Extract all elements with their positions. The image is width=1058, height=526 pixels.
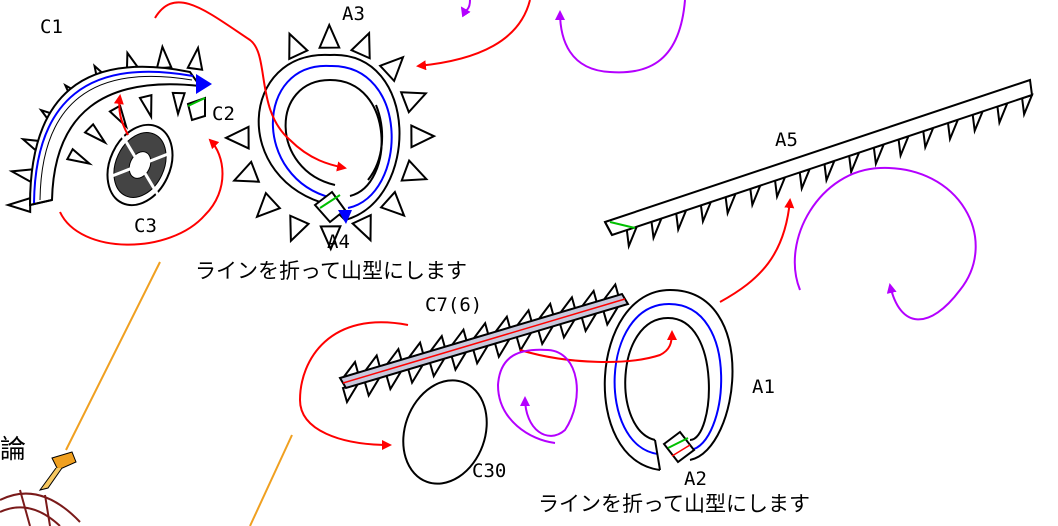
spike — [399, 91, 428, 115]
spike — [379, 190, 406, 218]
label-a3: A3 — [342, 3, 365, 25]
spike — [400, 158, 429, 182]
curl-arrows — [460, 0, 977, 444]
spike — [410, 123, 437, 149]
label-c7: C7(6) — [425, 294, 482, 316]
assembly-arrows — [59, 0, 795, 450]
spike — [349, 30, 371, 60]
inner-tooth — [65, 147, 94, 166]
spike — [4, 196, 32, 214]
part-c3 — [106, 123, 174, 207]
globe-fragment — [0, 489, 81, 526]
inner-tooth — [171, 91, 186, 118]
part-a1 — [603, 288, 734, 471]
label-c1: C1 — [40, 16, 63, 38]
part-c1 — [4, 43, 212, 214]
label-c2: C2 — [212, 103, 235, 125]
label-a2: A2 — [684, 468, 707, 490]
spike — [318, 22, 341, 49]
guide-lines — [65, 261, 293, 526]
part-a2 — [662, 430, 696, 464]
spike — [186, 44, 204, 71]
spike — [155, 43, 173, 70]
edge-kanji: 論 — [0, 435, 26, 465]
spike — [378, 55, 405, 83]
label-a5: A5 — [775, 129, 798, 151]
inner-tooth — [83, 122, 108, 146]
label-c3: C3 — [134, 215, 157, 237]
pen-nib-icon — [38, 451, 77, 491]
fold-instruction-bottom: ラインを折って山型にします — [538, 492, 810, 516]
inner-tooth — [138, 93, 153, 121]
spike — [319, 225, 342, 252]
spike — [350, 213, 372, 243]
spike — [223, 125, 250, 151]
part-c2 — [186, 96, 206, 122]
label-c30: C30 — [472, 460, 506, 482]
label-a4: A4 — [327, 231, 350, 253]
spike — [255, 191, 282, 219]
label-a1: A1 — [752, 376, 775, 398]
spike — [232, 159, 261, 183]
spike — [288, 31, 310, 61]
part-a3 — [223, 22, 437, 252]
spike — [289, 214, 311, 244]
fold-instruction-top: ラインを折って山型にします — [195, 259, 467, 283]
part-a5 — [603, 78, 1034, 250]
part-c30 — [402, 379, 488, 485]
part-c7 — [338, 282, 630, 405]
part-a4 — [313, 190, 352, 224]
